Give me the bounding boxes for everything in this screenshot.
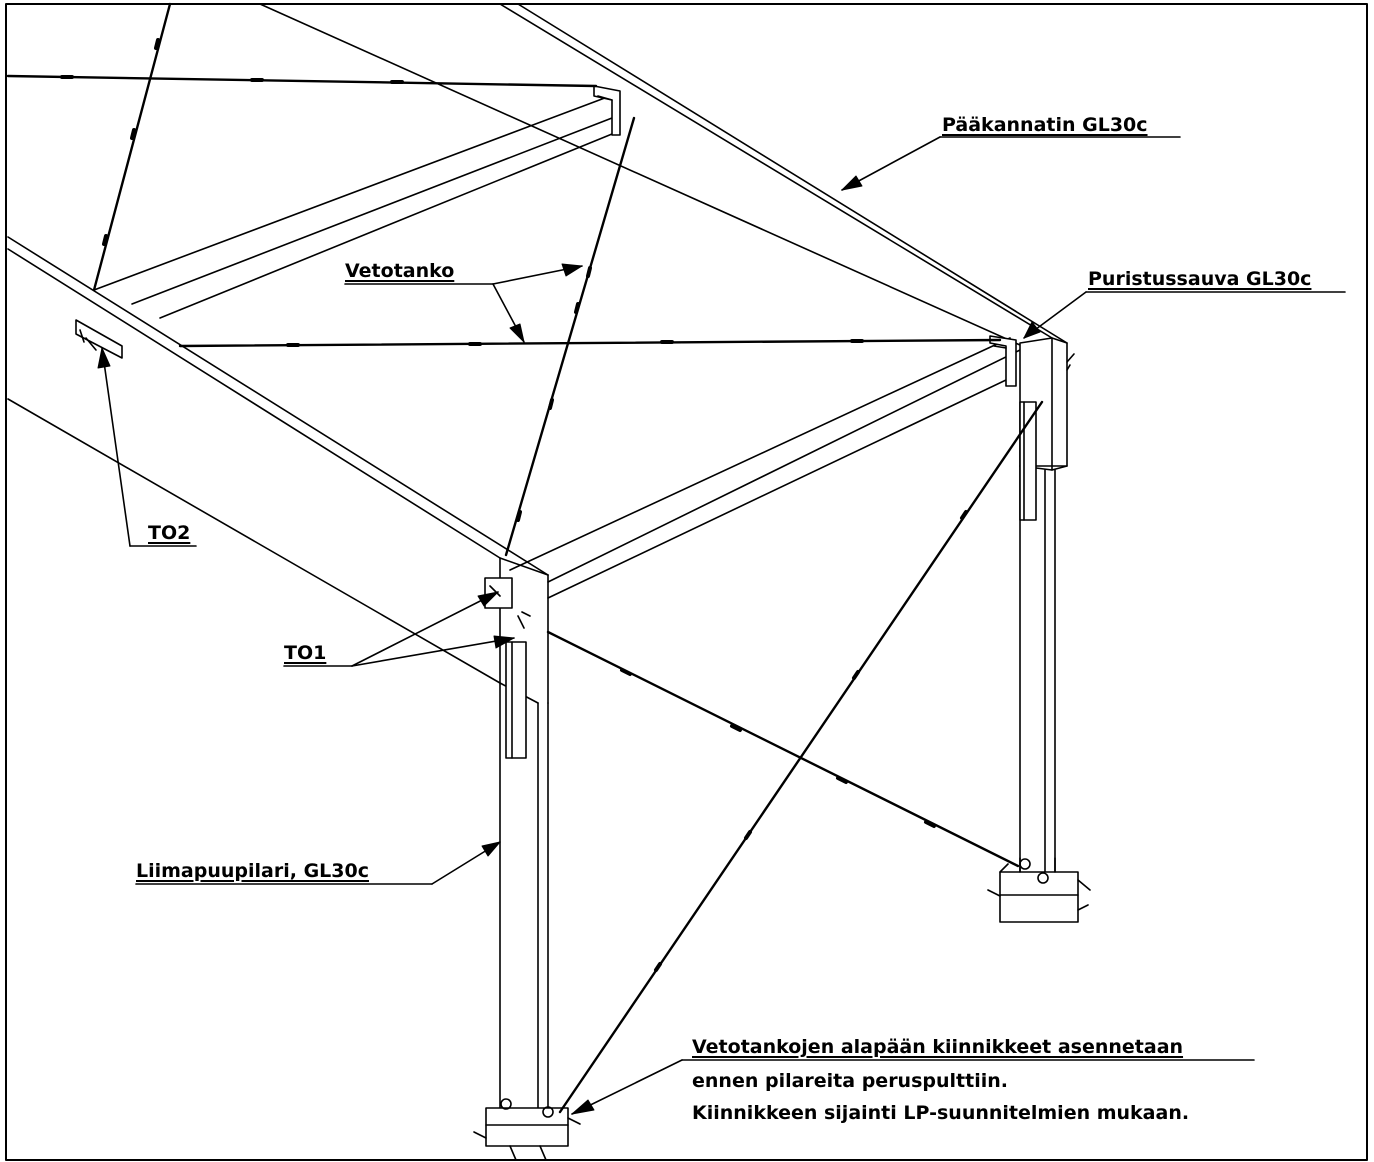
main-beam-back (259, 3, 1068, 346)
rod-couplers (60, 38, 968, 972)
note-line-3: Kiinnikkeen sijainti LP-suunnitelmien mu… (692, 1102, 1190, 1124)
note-line-1: Vetotankojen alapään kiinnikkeet asennet… (692, 1036, 1184, 1058)
cross-beam-back (93, 85, 621, 319)
label-compression-strut: Puristussauva GL30c (1088, 268, 1312, 290)
arrowheads (97, 175, 1041, 1115)
cross-beam-front (509, 335, 1021, 599)
bracket-to1 (484, 577, 531, 629)
label-column: Liimapuupilari, GL30c (136, 860, 369, 882)
bracket-to2 (75, 319, 123, 359)
left-foundation (473, 1098, 581, 1161)
right-foundation (987, 857, 1091, 923)
left-column (499, 641, 549, 1119)
label-main-beam: Pääkannatin GL30c (942, 114, 1148, 136)
drawing-border (5, 3, 1368, 1161)
label-to1: TO1 (284, 642, 327, 664)
note-line-2: ennen pilareita peruspulttiin. (692, 1070, 1008, 1092)
leader-lines (101, 136, 1346, 1115)
label-to2: TO2 (148, 522, 191, 544)
right-column (1019, 337, 1075, 873)
main-beam-front (7, 236, 549, 704)
label-tie-rod: Vetotanko (345, 260, 455, 282)
